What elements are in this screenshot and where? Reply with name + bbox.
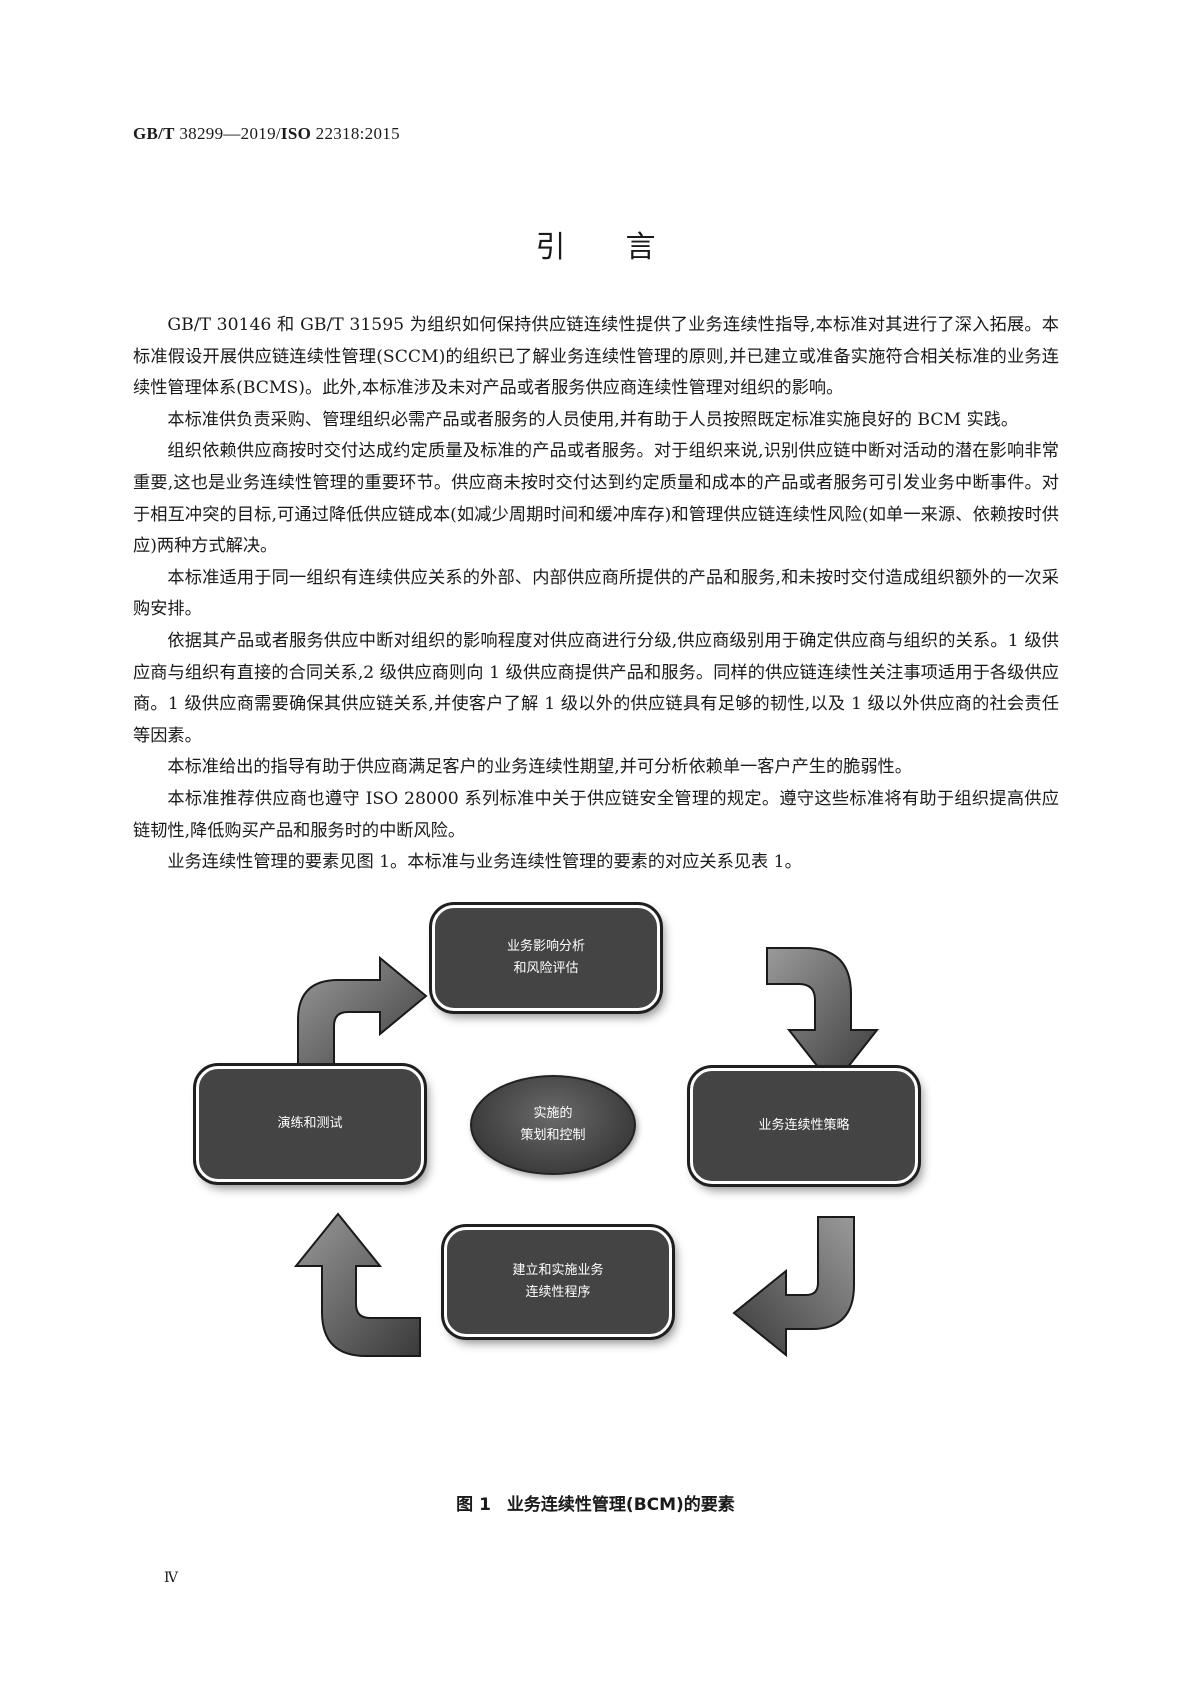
box-business-impact-analysis: 业务影响分析和风险评估 bbox=[432, 905, 660, 1011]
paragraph: 依据其产品或者服务供应中断对组织的影响程度对供应商进行分级,供应商级别用于确定供… bbox=[133, 630, 1059, 746]
box-bc-strategy: 业务连续性策略 bbox=[690, 1068, 918, 1184]
box-bc-procedures: 建立和实施业务连续性程序 bbox=[444, 1227, 672, 1337]
arrow-down-right-icon bbox=[766, 947, 880, 1088]
paragraph: 本标准给出的指导有助于供应商满足客户的业务连续性期望,并可分析依赖单一客户产生的… bbox=[167, 757, 912, 778]
center-planning-control: 实施的策划和控制 bbox=[470, 1075, 636, 1175]
page-number: Ⅳ bbox=[164, 1571, 178, 1586]
page-title: 引言 bbox=[535, 230, 716, 265]
paragraph: 本标准供负责采购、管理组织必需产品或者服务的人员使用,并有助于人员按照既定标准实… bbox=[167, 409, 1019, 430]
paragraph: GB/T 30146 和 GB/T 31595 为组织如何保持供应链连续性提供了… bbox=[133, 315, 1059, 399]
bcm-cycle-diagram: 业务影响分析和风险评估 业务连续性策略 建立和实施业务连续性程序 演练和测试 实… bbox=[196, 905, 1000, 1465]
arrow-up-right-icon bbox=[297, 955, 428, 1079]
arrow-up-left-icon bbox=[293, 1212, 421, 1357]
paragraph: 本标准适用于同一组织有连续供应关系的外部、内部供应商所提供的产品和服务,和未按时… bbox=[133, 567, 1059, 620]
arrow-down-left-icon bbox=[732, 1216, 855, 1358]
paragraph: 组织依赖供应商按时交付达成约定质量及标准的产品或者服务。对于组织来说,识别供应链… bbox=[133, 441, 1059, 557]
paragraph: 业务连续性管理的要素见图 1。本标准与业务连续性管理的要素的对应关系见表 1。 bbox=[167, 852, 802, 873]
box-exercise-testing: 演练和测试 bbox=[196, 1066, 424, 1182]
body-text: GB/T 30146 和 GB/T 31595 为组织如何保持供应链连续性提供了… bbox=[133, 310, 1059, 879]
standard-code: GB/T 38299—2019/ISO 22318:2015 bbox=[133, 124, 400, 143]
paragraph: 本标准推荐供应商也遵守 ISO 28000 系列标准中关于供应链安全管理的规定。… bbox=[133, 788, 1059, 841]
